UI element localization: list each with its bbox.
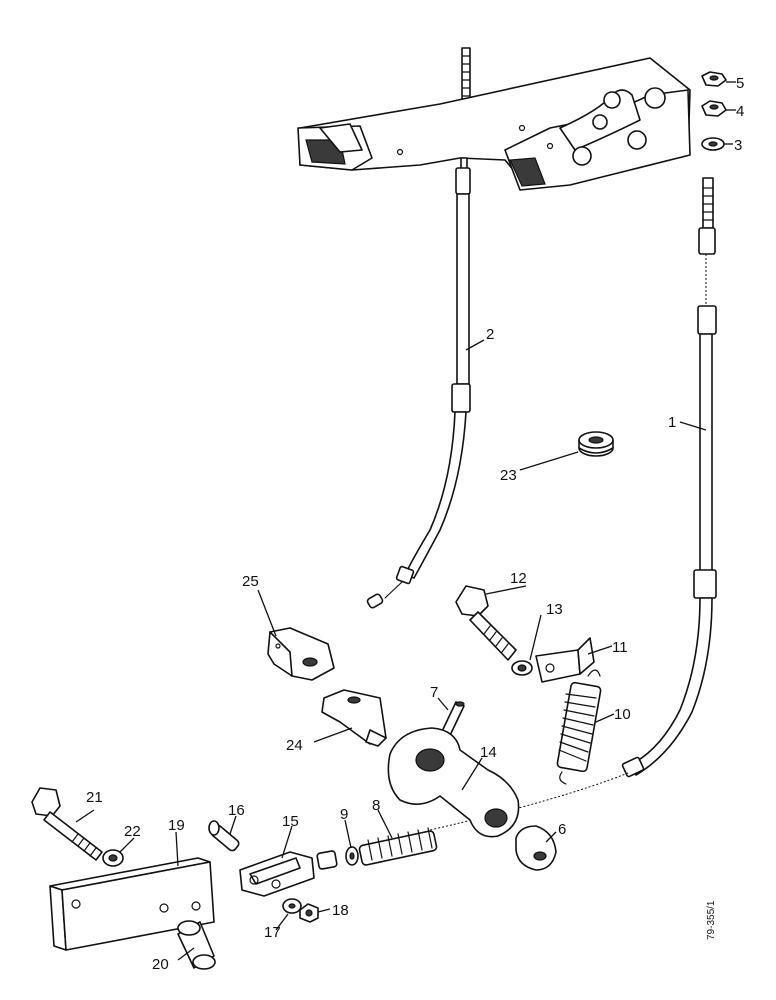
washer-9 <box>345 846 359 866</box>
callout-21: 21 <box>86 789 103 806</box>
callout-3: 3 <box>734 137 742 154</box>
handbrake-lever-bracket <box>297 47 691 191</box>
grommet-23 <box>578 431 614 457</box>
cable-ferrule <box>316 850 338 870</box>
callout-15: 15 <box>282 813 299 830</box>
callout-11: 11 <box>612 639 628 656</box>
washer-3 <box>701 137 725 151</box>
clevis-pin-16 <box>208 820 240 852</box>
bolt-21 <box>31 787 103 861</box>
bolt-12 <box>455 585 517 661</box>
relay-lever-14 <box>387 727 520 838</box>
nut-5 <box>701 71 727 87</box>
callout-24: 24 <box>286 737 303 754</box>
callout-2: 2 <box>486 326 494 343</box>
leader-lines <box>75 81 736 961</box>
bracket-24 <box>321 689 387 747</box>
clevis-25 <box>267 627 335 681</box>
callout-4: 4 <box>736 103 744 120</box>
cable-1 <box>429 177 717 831</box>
callout-labels: 5 4 3 2 1 23 25 12 13 11 10 7 24 14 6 8 … <box>86 75 744 973</box>
callout-12: 12 <box>510 570 527 587</box>
callout-23: 23 <box>500 467 517 484</box>
clevis-15 <box>239 851 315 897</box>
spacer-20 <box>177 920 216 970</box>
callout-19: 19 <box>168 817 185 834</box>
washer-22 <box>102 849 124 867</box>
callout-7: 7 <box>430 684 438 701</box>
spring-10 <box>556 669 602 785</box>
callout-9: 9 <box>340 806 348 823</box>
washer-17 <box>282 898 302 914</box>
cable-2 <box>366 167 471 609</box>
callout-18: 18 <box>332 902 349 919</box>
callout-13: 13 <box>546 601 563 618</box>
drawing-reference: 79-355/1 <box>706 900 717 940</box>
nut-18 <box>299 903 319 923</box>
callout-8: 8 <box>372 797 380 814</box>
callout-17: 17 <box>264 924 281 941</box>
bracket-plate-11 <box>535 637 595 683</box>
washer-13 <box>511 660 533 676</box>
callout-14: 14 <box>480 744 497 761</box>
callout-25: 25 <box>242 573 259 590</box>
callout-16: 16 <box>228 802 245 819</box>
spring-8 <box>358 827 438 866</box>
callout-10: 10 <box>614 706 631 723</box>
callout-20: 20 <box>152 956 169 973</box>
callout-5: 5 <box>736 75 744 92</box>
bush-6 <box>515 825 557 871</box>
callout-22: 22 <box>124 823 141 840</box>
callout-6: 6 <box>558 821 566 838</box>
nut-4 <box>701 100 727 117</box>
plate-19 <box>49 857 215 951</box>
callout-1: 1 <box>668 414 676 431</box>
